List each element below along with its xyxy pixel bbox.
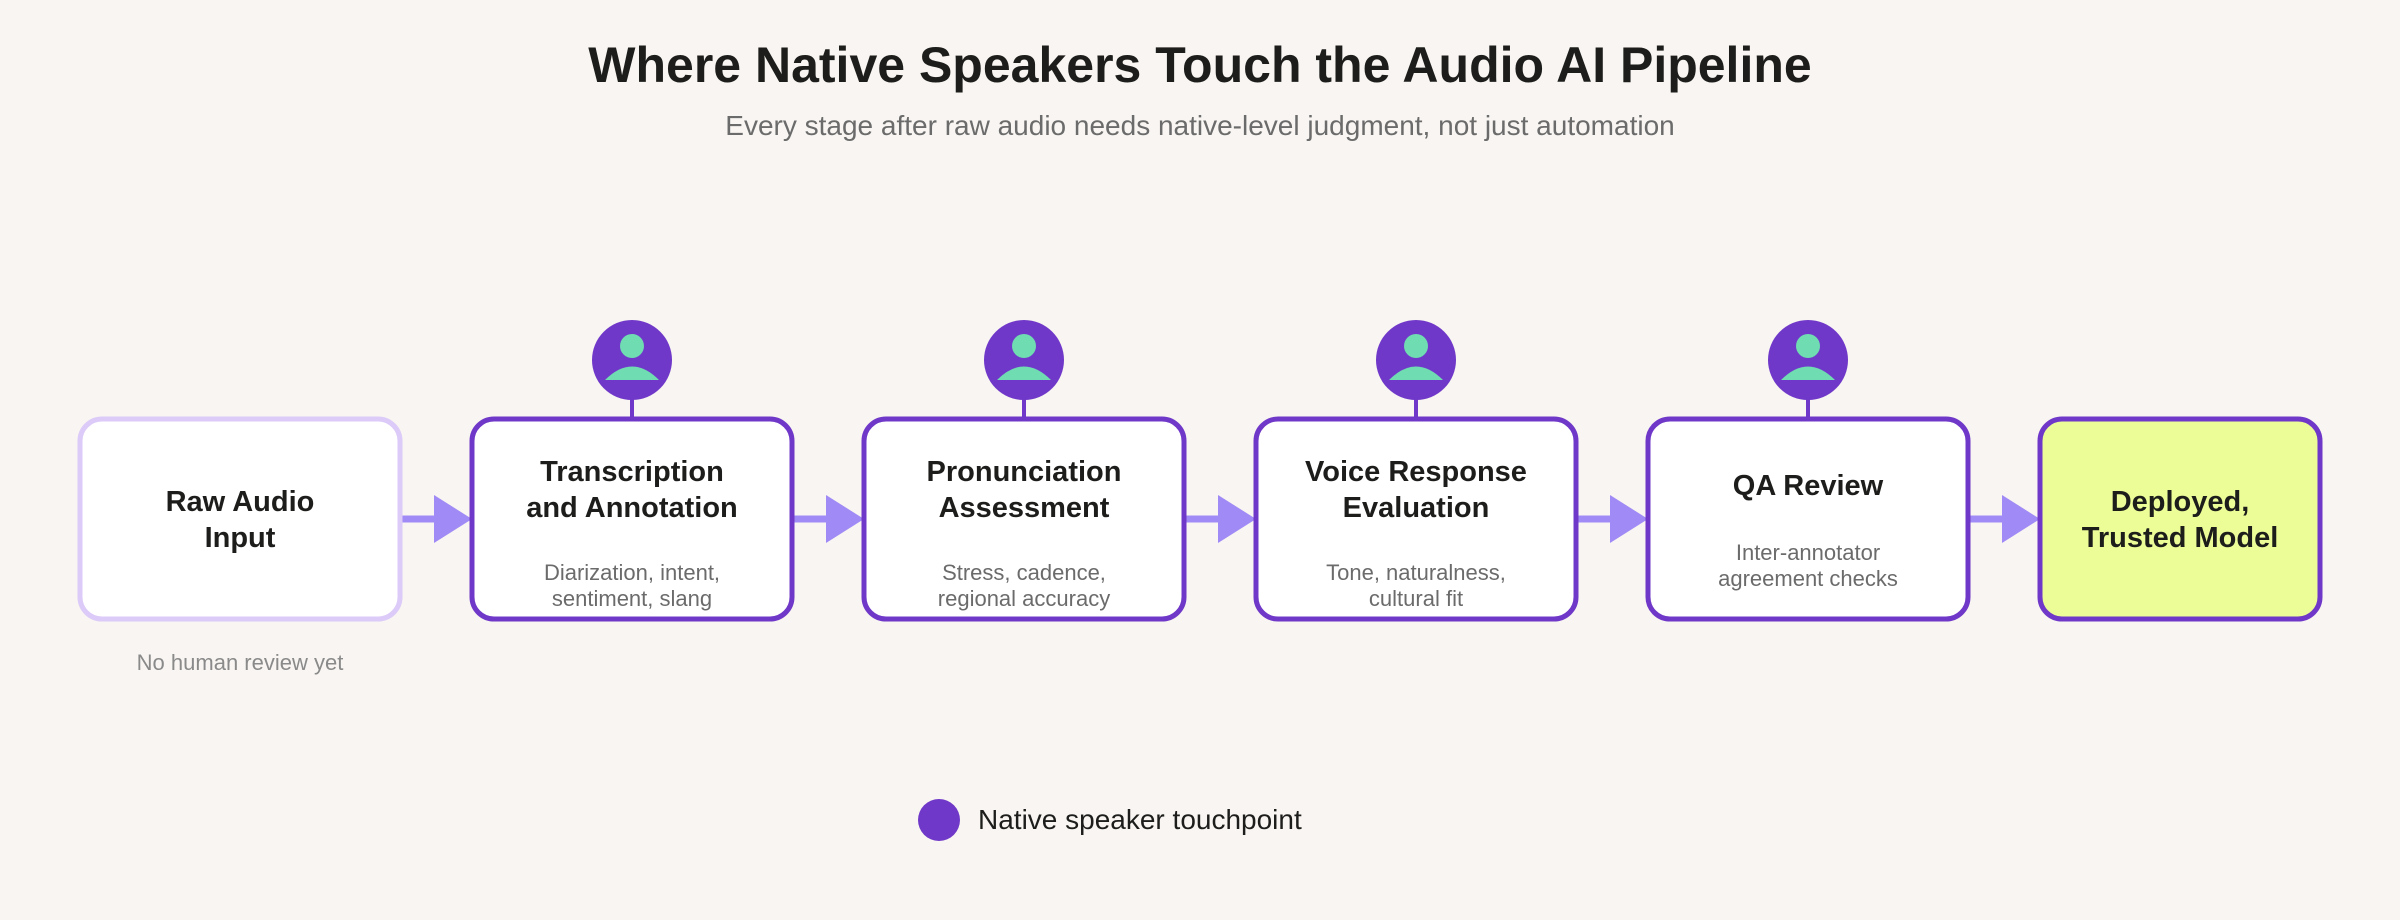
flow-arrow-head — [826, 495, 864, 543]
page-subtitle: Every stage after raw audio needs native… — [725, 110, 1675, 141]
stage-description: Stress, cadence, — [942, 560, 1106, 585]
stage-title: QA Review — [1733, 470, 1884, 502]
stage-title: Pronunciation — [927, 456, 1122, 488]
stage-title: Assessment — [939, 492, 1110, 524]
stage-title: Deployed, — [2111, 486, 2250, 518]
stage-description: sentiment, slang — [552, 586, 712, 611]
legend-label: Native speaker touchpoint — [978, 804, 1302, 835]
stage-description: cultural fit — [1369, 586, 1463, 611]
stage-title: Input — [205, 522, 276, 554]
person-icon-head — [1796, 334, 1820, 358]
person-icon-body — [1781, 366, 1835, 380]
stage-description: agreement checks — [1718, 566, 1898, 591]
stage-description: Inter-annotator — [1736, 540, 1880, 565]
stage-title: Trusted Model — [2082, 522, 2279, 554]
flow-arrow-head — [1610, 495, 1648, 543]
stage-title: Raw Audio — [166, 486, 315, 518]
person-icon-head — [1404, 334, 1428, 358]
person-icon-body — [605, 366, 659, 380]
stage-title: Voice Response — [1305, 456, 1527, 488]
stage-title: Evaluation — [1343, 492, 1490, 524]
legend: Native speaker touchpoint — [918, 798, 1302, 842]
person-icon-body — [1389, 366, 1443, 380]
person-icon — [1768, 320, 1848, 400]
stage-box — [77, 416, 403, 622]
touchpoint-legend-icon — [918, 799, 960, 841]
flow-arrow-head — [2002, 495, 2040, 543]
person-icon-body — [997, 366, 1051, 380]
person-icon — [984, 320, 1064, 400]
flow-arrow-head — [1218, 495, 1256, 543]
stage-description: Tone, naturalness, — [1326, 560, 1506, 585]
flow-arrow-head — [434, 495, 472, 543]
person-icon-head — [620, 334, 644, 358]
person-icon — [1376, 320, 1456, 400]
stage-description: Diarization, intent, — [544, 560, 720, 585]
page-title: Where Native Speakers Touch the Audio AI… — [588, 37, 1812, 93]
stage-title: Transcription — [540, 456, 724, 488]
stage-title: and Annotation — [526, 492, 738, 524]
person-icon — [592, 320, 672, 400]
stage-box — [2037, 416, 2323, 622]
stage-note: No human review yet — [137, 650, 344, 675]
person-icon-head — [1012, 334, 1036, 358]
stage-description: regional accuracy — [938, 586, 1110, 611]
